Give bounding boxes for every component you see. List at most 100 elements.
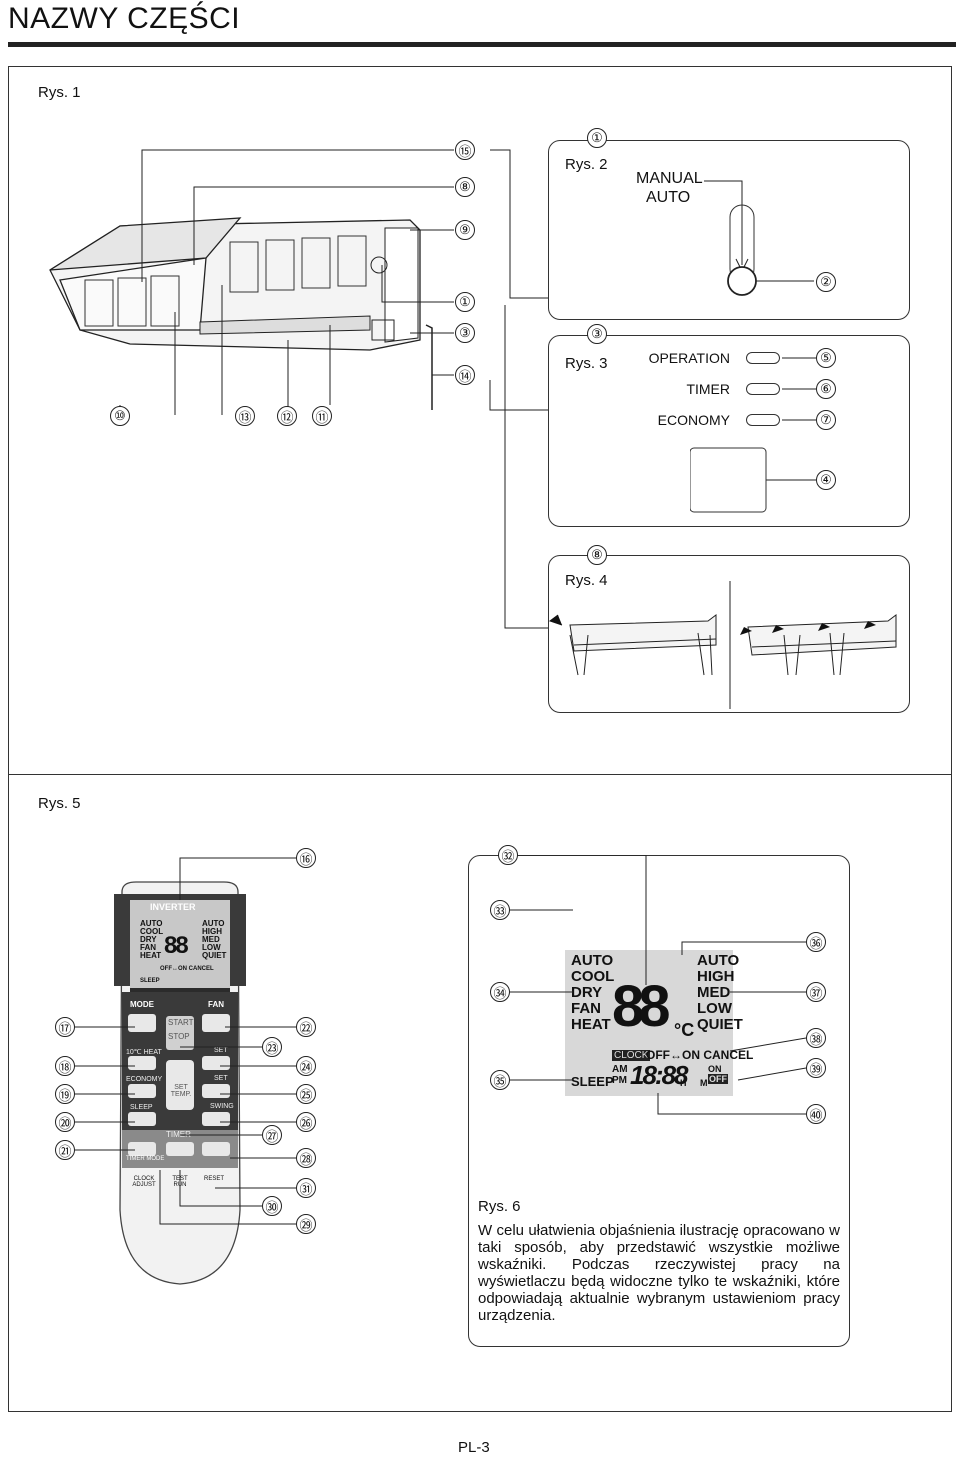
rys6-note: W celu ułatwienia objaśnienia ilustrację…	[478, 1222, 840, 1324]
callout-25: ㉕	[296, 1084, 316, 1104]
lcd-sleep: SLEEP	[571, 1074, 614, 1089]
rys3-panel	[548, 335, 910, 527]
callout-35: ㉟	[490, 1070, 510, 1090]
timer-indicator	[746, 383, 780, 395]
timer-label: TIMER	[686, 381, 730, 397]
rys4-label: Rys. 4	[565, 572, 608, 589]
lcd-display	[565, 950, 733, 1096]
timer-btn-label: TIMER	[166, 1130, 191, 1139]
callout-27: ㉗	[262, 1125, 282, 1145]
callout-15: ⑮	[455, 140, 475, 160]
lcd-temp-digits: 88	[612, 974, 670, 1039]
callout-26: ㉖	[296, 1112, 316, 1132]
callout-30: ㉚	[262, 1196, 282, 1216]
rys1-label: Rys. 1	[38, 84, 81, 101]
page-title: NAZWY CZĘŚCI	[8, 2, 241, 35]
manual-label: MANUAL	[636, 170, 703, 187]
callout-8b: ⑧	[587, 545, 607, 565]
set-temp-label: SET TEMP.	[170, 1084, 192, 1098]
lcd-m: M	[700, 1078, 708, 1088]
callout-4: ④	[816, 470, 836, 490]
callout-9: ⑨	[455, 220, 475, 240]
callout-7: ⑦	[816, 410, 836, 430]
lcd-time: 18:88	[630, 1060, 688, 1090]
callout-20: ⑳	[55, 1112, 75, 1132]
swing-label: SWING	[210, 1103, 234, 1110]
mode-button-label: MODE	[130, 1000, 154, 1009]
callout-24: ㉔	[296, 1056, 316, 1076]
panel-removal-illustration	[548, 581, 897, 709]
callout-3b: ③	[587, 324, 607, 344]
callout-13: ⑬	[235, 406, 255, 426]
economy-indicator	[746, 414, 780, 426]
callout-18: ⑱	[55, 1056, 75, 1076]
sleep-btn-label: SLEEP	[130, 1104, 153, 1111]
callout-37: ㊲	[806, 982, 826, 1002]
callout-2: ②	[816, 272, 836, 292]
callout-38: ㊳	[806, 1028, 826, 1048]
callout-8: ⑧	[455, 177, 475, 197]
callout-31: ㉛	[296, 1178, 316, 1198]
rys2-panel	[548, 140, 910, 320]
callout-32: ㉜	[498, 845, 518, 865]
rys6-leader-lines	[510, 855, 807, 1115]
rys5-leader-lines	[74, 857, 296, 1225]
rys6-panel	[468, 855, 850, 1347]
callout-10: ⑩	[110, 406, 130, 426]
remote-control	[114, 881, 246, 1285]
callout-5: ⑤	[816, 348, 836, 368]
auto-label: AUTO	[646, 189, 691, 206]
callout-39: ㊴	[806, 1058, 826, 1078]
rys3-label: Rys. 3	[565, 355, 608, 372]
remote-lcd-offon: OFF↔ON CANCEL	[160, 966, 214, 972]
page-number: PL-3	[458, 1439, 490, 1456]
rys6-label: Rys. 6	[478, 1198, 521, 1215]
callout-6: ⑥	[816, 379, 836, 399]
operation-label: OPERATION	[648, 350, 730, 366]
callout-17: ⑰	[55, 1017, 75, 1037]
callout-36: ㊱	[806, 932, 826, 952]
callout-12: ⑫	[277, 406, 297, 426]
callout-28: ㉘	[296, 1148, 316, 1168]
rys3-leaders	[690, 357, 816, 513]
callout-11: ⑪	[312, 406, 332, 426]
set2-label: SET	[214, 1075, 228, 1082]
callout-34: ㉞	[490, 982, 510, 1002]
clock-adjust-label: CLOCK ADJUST	[132, 1176, 156, 1188]
remote-brand: INVERTER	[150, 902, 196, 912]
callout-22: ㉒	[296, 1017, 316, 1037]
rys2-label: Rys. 2	[565, 156, 608, 173]
fan-button-label: FAN	[208, 1000, 224, 1009]
callout-40: ㊵	[806, 1104, 826, 1124]
stop-label: STOP	[168, 1032, 190, 1041]
operation-indicator	[746, 352, 780, 364]
manual-auto-switch	[704, 180, 814, 296]
callout-16: ⑯	[296, 848, 316, 868]
remote-lcd-sleep: SLEEP	[140, 978, 160, 984]
heat10-label: 10℃ HEAT	[126, 1049, 162, 1056]
reset-label: RESET	[204, 1176, 225, 1182]
callout-33: ㉝	[490, 900, 510, 920]
section-divider	[8, 774, 952, 775]
remote-lcd-temp: 88	[164, 932, 189, 959]
start-label: START	[168, 1018, 194, 1027]
lcd-degree: °C	[674, 1020, 695, 1040]
callout-14: ⑭	[455, 365, 475, 385]
callout-1: ①	[455, 292, 475, 312]
callout-29: ㉙	[296, 1214, 316, 1234]
economy-btn-label: ECONOMY	[126, 1076, 163, 1083]
callout-21: ㉑	[55, 1140, 75, 1160]
lcd-h: H	[680, 1078, 687, 1088]
set1-label: SET	[214, 1047, 228, 1054]
callout-1b: ①	[587, 128, 607, 148]
indoor-unit-illustration	[49, 217, 433, 410]
figures-frame	[8, 66, 952, 1412]
callout-3: ③	[455, 323, 475, 343]
callout-19: ⑲	[55, 1084, 75, 1104]
callout-23: ㉓	[262, 1037, 282, 1057]
lcd-offon-cancel: OFF↔ON CANCEL	[646, 1048, 754, 1062]
